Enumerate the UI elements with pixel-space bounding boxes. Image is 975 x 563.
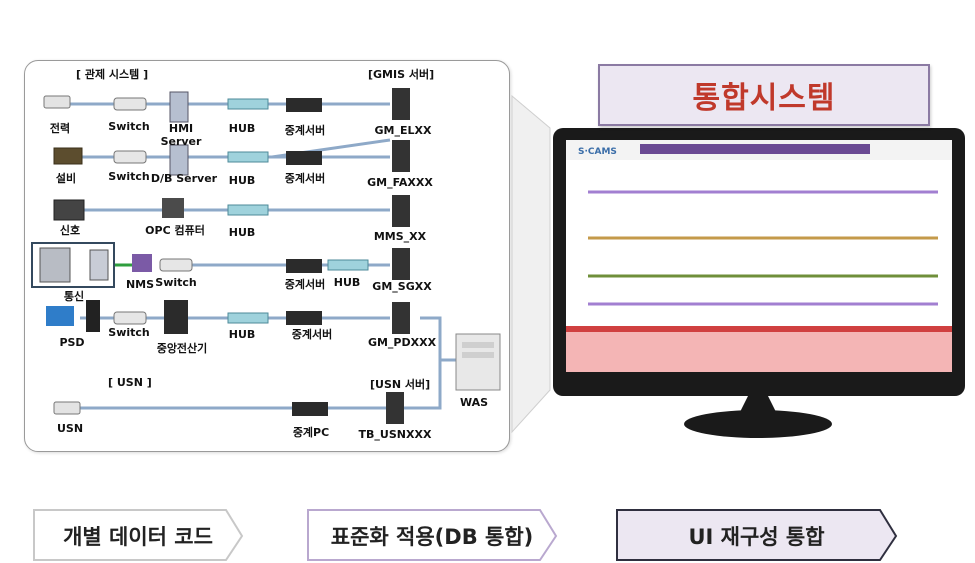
central-computer-icon [164,300,188,334]
telecom-group-frame [31,242,115,288]
gm-server-icon [392,88,410,120]
gm-server-icon [392,302,410,334]
row2-hub-label: HUB [228,174,256,187]
switch-icon [159,258,193,272]
row4-nms-label: NMS [125,278,155,291]
server-tower-icon [169,144,189,176]
usn-server-icon [386,392,404,424]
power-device-icon [43,95,71,109]
integrated-system-title: 통합시스템 [692,81,836,116]
row2-switch-label: Switch [108,170,150,183]
row4-hub-label: HUB [333,276,361,289]
usn-server-header: [USN 서버] [370,378,431,391]
row4-source-label: 통신 [63,290,85,303]
relay-server-icon [286,151,322,165]
step3-label: UI 재구성 통합 [688,525,825,549]
control-system-header: [ 관제 시스템 ] [76,68,149,81]
telecom-server-icon [89,249,109,281]
step3-box: UI 재구성 통합 [617,509,896,563]
row1-gm-label: GM_ELXX [374,124,432,137]
step1-label: 개별 데이터 코드 [63,525,213,549]
relay-server-icon [286,98,322,112]
integrated-system-title-box: 통합시스템 [598,64,930,126]
was-label: WAS [459,396,489,409]
step1-chevron [33,509,244,561]
row3-hub-label: HUB [228,226,256,239]
hub-icon [227,204,269,216]
gm-server-icon [392,140,410,172]
hub-icon [327,259,369,271]
step1-box: 개별 데이터 코드 [34,509,242,563]
server-tower-icon [169,91,189,123]
hub-icon [227,151,269,163]
gmis-server-header: [GMIS 서버] [368,68,435,81]
row4-relay-label: 중계서버 [284,278,326,291]
row5-server-label: 중앙전산기 [156,342,208,355]
monitor [553,128,965,438]
row5-hub-label: HUB [228,328,256,341]
usn-device-icon [53,401,81,415]
row5-gm-label: GM_PDXXX [367,336,437,349]
switch-icon [113,150,147,164]
screen-logo: S·CAMS [578,147,617,157]
gm-server-icon [392,248,410,280]
row2-gm-label: GM_FAXXX [367,176,433,189]
telecom-rack-icon [39,247,71,283]
nms-computer-icon [132,254,152,272]
row1-server-label: HMI Server [160,122,202,148]
switch-icon [113,97,147,111]
relay-pc-icon [292,402,328,416]
row1-relay-label: 중계서버 [284,124,326,137]
row1-switch-label: Switch [108,120,150,133]
relay-server-icon [286,311,322,325]
relay-server-icon [286,259,322,273]
usn-server-label: TB_USNXXX [358,428,432,441]
hub-icon [227,312,269,324]
row5-relay-label: 중계서버 [291,328,333,341]
row4-gm-label: GM_SGXX [372,280,432,293]
equipment-device-icon [53,147,83,165]
psd-tower-icon [86,300,100,332]
psd-monitor-icon [46,306,74,326]
row5-switch-label: Switch [108,326,150,339]
usn-header: [ USN ] [108,376,152,389]
hub-icon [227,98,269,110]
usn-relay-label: 중계PC [292,426,330,439]
row5-source-label: PSD [59,336,85,349]
gm-server-icon [392,195,410,227]
row1-source-label: 전력 [49,122,71,135]
row1-hub-label: HUB [228,122,256,135]
row2-source-label: 설비 [55,172,77,185]
row3-server-label: OPC 컴퓨터 [145,224,205,237]
row2-server-label: D/B Server [150,172,218,185]
step2-box: 표준화 적용(DB 통합) [308,509,556,563]
switch-icon [113,311,147,325]
step2-label: 표준화 적용(DB 통합) [330,525,534,549]
callout-wedge [511,94,551,434]
step3-chevron [616,509,898,561]
row3-source-label: 신호 [59,224,81,237]
usn-source-label: USN [56,422,84,435]
step2-chevron [307,509,558,561]
row4-switch-label: Switch [155,276,197,289]
opc-computer-icon [162,198,184,218]
row2-relay-label: 중계서버 [284,172,326,185]
signal-device-icon [53,199,85,221]
row3-gm-label: MMS_XX [373,230,427,243]
